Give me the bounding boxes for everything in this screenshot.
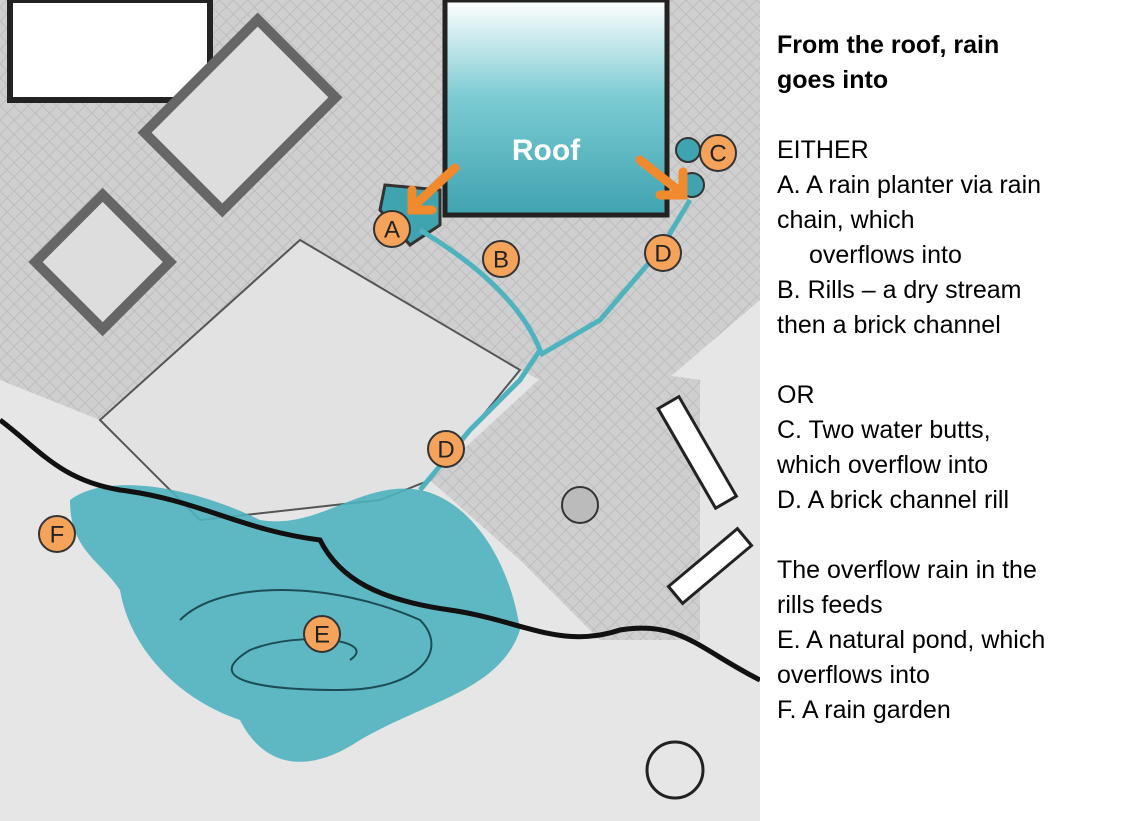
item-b: then a brick channel	[777, 311, 1001, 339]
either-label: EITHER	[777, 136, 869, 164]
svg-text:E: E	[314, 622, 330, 649]
item-c: which overflow into	[777, 451, 989, 479]
roof-label: Roof	[512, 134, 581, 167]
marker-f: F	[38, 515, 76, 553]
pond-contours	[179, 589, 433, 692]
or-label: OR	[777, 381, 815, 409]
boundary-line	[0, 418, 760, 683]
explanation-panel: From the roof, rain goes into EITHER A. …	[777, 28, 1127, 728]
overflow-text: The overflow rain in the	[777, 556, 1037, 584]
planter-box	[28, 187, 177, 337]
item-d: D. A brick channel rill	[777, 486, 1010, 514]
item-f: F. A rain garden	[777, 696, 951, 724]
svg-text:D: D	[654, 241, 671, 268]
rill-right	[538, 198, 693, 358]
marker-d: D	[644, 234, 682, 272]
svg-text:B: B	[493, 247, 509, 274]
title-line: goes into	[777, 66, 889, 94]
item-a: overflows into	[809, 241, 962, 269]
marker-e: E	[303, 615, 341, 653]
item-e: E. A natural pond, which	[777, 626, 1046, 654]
item-c: C. Two water butts,	[777, 416, 991, 444]
marker-c: C	[699, 134, 737, 172]
svg-text:A: A	[384, 217, 400, 244]
marker-d-lower: D	[427, 430, 465, 468]
item-e: overflows into	[777, 661, 930, 689]
title-line: From the roof, rain	[777, 31, 1000, 59]
svg-text:F: F	[50, 522, 65, 549]
planter-box-2	[137, 12, 343, 218]
item-b: B. Rills – a dry stream	[777, 276, 1022, 304]
bench	[666, 526, 754, 606]
web-feature	[645, 740, 705, 800]
water-butt	[675, 137, 701, 163]
marker-a: A	[373, 210, 411, 248]
pond	[70, 485, 520, 762]
shed	[7, 0, 213, 103]
arrow-icon	[635, 155, 688, 200]
rill	[418, 227, 543, 492]
item-a: A. A rain planter via rain	[777, 171, 1042, 199]
arrow-icon	[407, 163, 460, 215]
garden-plan-map: Roof A B C D D E F	[0, 0, 760, 821]
roof	[442, 0, 670, 218]
bench	[656, 394, 739, 511]
marker-b: B	[482, 240, 520, 278]
overflow-text: rills feeds	[777, 591, 883, 619]
stone	[561, 486, 599, 524]
item-a: chain, which	[777, 206, 915, 234]
svg-text:C: C	[709, 141, 726, 168]
svg-text:D: D	[437, 437, 454, 464]
